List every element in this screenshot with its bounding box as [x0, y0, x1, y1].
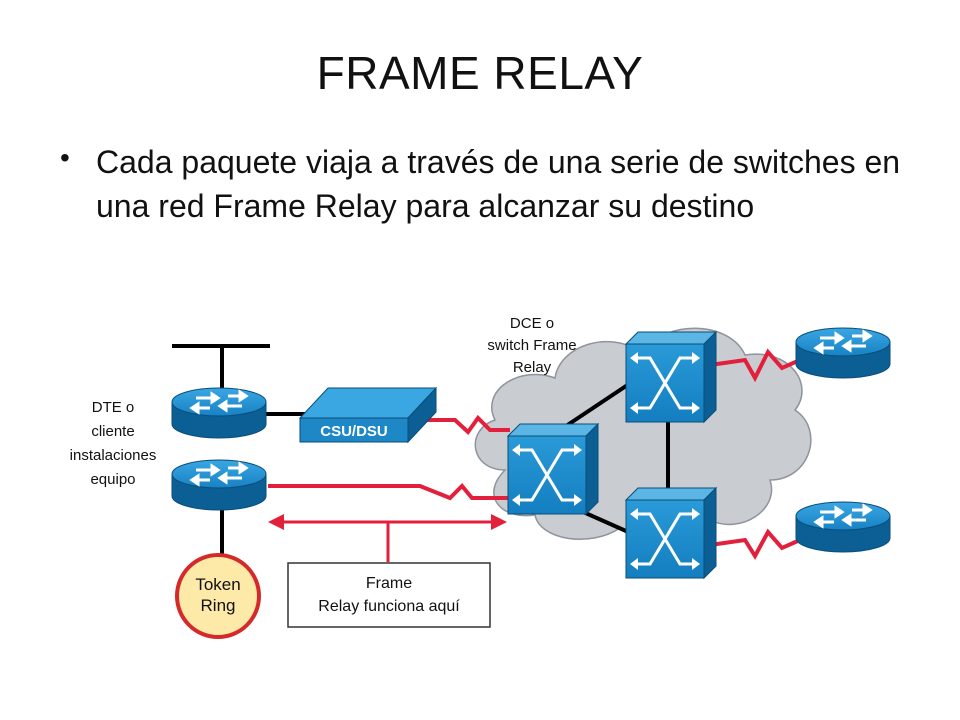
frame-relay-switch-icon	[624, 330, 718, 424]
callout-box: Frame Relay funciona aquí	[287, 562, 491, 628]
serial-links	[268, 348, 801, 560]
router-icon	[171, 387, 267, 439]
dte-label-line2: cliente	[91, 423, 134, 440]
frame-relay-switch-icon	[624, 486, 718, 580]
dte-label-line3: instalaciones	[70, 447, 157, 464]
callout-line1: Frame	[366, 575, 412, 592]
token-ring-label-line2: Ring	[201, 596, 236, 615]
csu-dsu-icon: CSU/DSU	[298, 386, 438, 444]
frame-relay-switch-icon	[506, 422, 600, 516]
token-ring-label-line1: Token	[195, 575, 240, 594]
slide-title: FRAME RELAY	[316, 47, 644, 99]
dte-label-line4: equipo	[90, 471, 135, 488]
router-icon	[795, 327, 891, 379]
callout-line2: Relay funciona aquí	[318, 598, 460, 615]
bullet-text: Cada paquete viaja a través de una serie…	[96, 144, 901, 224]
dte-label-line1: DTE o	[92, 399, 135, 416]
dce-label-line1: DCE o	[510, 315, 554, 332]
dce-label-line2: switch Frame	[487, 337, 576, 354]
dte-label: DTE o cliente instalaciones equipo	[70, 399, 157, 488]
router-icon	[795, 501, 891, 553]
bullet-dot: •	[60, 142, 70, 173]
csu-dsu-label: CSU/DSU	[320, 423, 388, 440]
dce-label: DCE o switch Frame Relay	[487, 315, 576, 376]
dce-label-line3: Relay	[513, 359, 552, 376]
token-ring-icon: Token Ring	[175, 553, 261, 639]
router-icon	[171, 459, 267, 511]
frame-relay-scope-arrow	[268, 514, 507, 562]
